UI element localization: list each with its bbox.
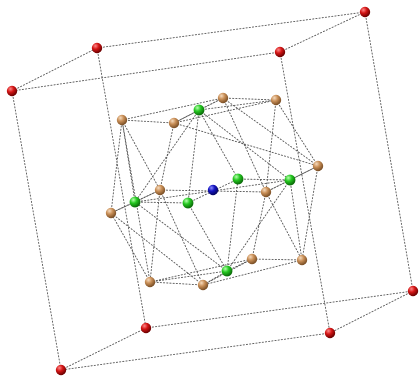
outer-atom [55, 364, 67, 376]
bond-line [134, 201, 228, 272]
middle-atom [312, 160, 324, 172]
bond-line [11, 90, 62, 371]
bond-line [149, 270, 228, 283]
bond-line [96, 47, 147, 329]
inner-atom [232, 173, 244, 185]
inner-atom [193, 104, 205, 116]
bond-line [110, 212, 204, 286]
bond-line [187, 178, 239, 204]
middle-atom [246, 253, 258, 265]
bond-line [110, 212, 151, 283]
bond-line [96, 11, 366, 49]
bond-line [145, 290, 414, 329]
bond-line [60, 332, 331, 371]
outer-atom [6, 85, 18, 97]
middle-atom [270, 94, 282, 106]
middle-atom [116, 114, 128, 126]
middle-atom [154, 184, 166, 196]
bond-line [159, 189, 204, 286]
bond-line [149, 189, 161, 283]
bond-line [289, 165, 319, 181]
bond-line [187, 202, 228, 272]
bond-line [265, 191, 303, 261]
bond-line [237, 178, 291, 181]
inner-atom [129, 196, 141, 208]
bond-line [173, 122, 319, 167]
bond-line [226, 179, 291, 272]
bond-line [60, 327, 147, 371]
bond-line [198, 109, 291, 181]
middle-atom [197, 279, 209, 291]
bond-line [134, 201, 189, 204]
bond-line [202, 259, 303, 286]
bond-line [301, 165, 319, 261]
bond-line [121, 119, 175, 124]
bond-line [11, 51, 281, 92]
bond-line [275, 99, 319, 167]
bond-line [11, 47, 98, 92]
bond-line [121, 97, 224, 121]
inner-atom [221, 265, 233, 277]
middle-atom [105, 207, 117, 219]
outer-atom [359, 6, 371, 18]
bond-line [364, 11, 414, 292]
bond-line [198, 99, 277, 111]
bond-line [265, 99, 277, 193]
bond-line [121, 119, 161, 191]
bond-line [251, 258, 303, 261]
outer-atom [140, 322, 152, 334]
bond-line [149, 258, 253, 283]
bond-line [121, 119, 136, 203]
middle-atom [144, 276, 156, 288]
bond-line [173, 99, 277, 124]
bond-line [187, 109, 200, 204]
bond-line [222, 97, 319, 167]
bond-line [149, 281, 204, 286]
middle-atom [217, 92, 229, 104]
center-atom [207, 184, 219, 196]
bond-line [159, 122, 175, 191]
bond-line [279, 51, 331, 334]
middle-atom [296, 254, 308, 266]
inner-atom [284, 174, 296, 186]
middle-atom [260, 186, 272, 198]
bond-line [198, 109, 239, 180]
bond-line [202, 258, 253, 286]
bond-line [329, 290, 414, 334]
bond-line [289, 179, 303, 261]
inner-atom [182, 197, 194, 209]
outer-atom [407, 285, 419, 297]
bond-line [226, 178, 239, 272]
outer-atom [91, 42, 103, 54]
bond-line [222, 97, 277, 101]
atoms [6, 6, 419, 376]
outer-atom [324, 327, 336, 339]
outer-atom [274, 46, 286, 58]
bond-line [134, 109, 200, 203]
middle-atom [168, 117, 180, 129]
bond-line [110, 119, 123, 214]
bond-line [279, 11, 366, 53]
